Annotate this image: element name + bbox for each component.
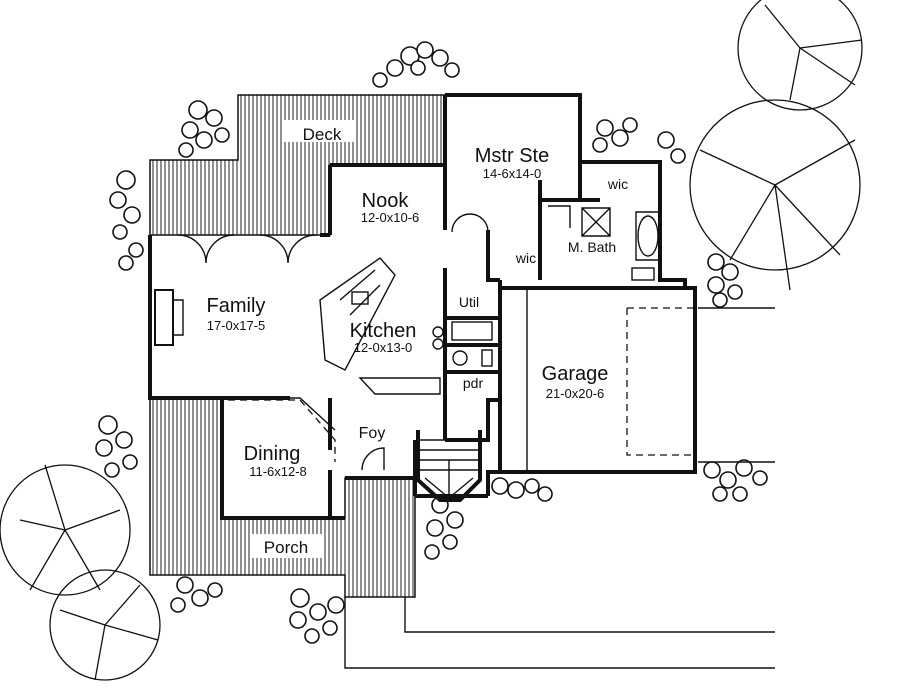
driveway-lines [344, 307, 775, 669]
wic-left-label: wic [515, 250, 536, 266]
mstr-ste-dim: 14-6x14-0 [483, 166, 542, 181]
dining-bay [228, 397, 336, 462]
family-dim: 17-0x17-5 [207, 318, 266, 333]
foy-label: Foy [359, 425, 386, 442]
dining-dim: 11-6x12-8 [249, 464, 307, 479]
dining-label: Dining [244, 443, 301, 465]
garage-label: Garage [542, 363, 609, 385]
deck-label: Deck [303, 125, 342, 144]
trees [0, 0, 863, 681]
stairs [416, 430, 482, 502]
garage-dim: 21-0x20-6 [546, 386, 605, 401]
room-labels: Deck Mstr Ste 14-6x14-0 wic Nook 12-0x10… [207, 125, 629, 557]
kitchen-label: Kitchen [350, 320, 417, 342]
fixtures [154, 205, 661, 471]
nook-label: Nook [362, 190, 410, 212]
porch-label: Porch [264, 538, 308, 557]
wic-top-label: wic [607, 176, 628, 192]
garage-overhead [526, 288, 695, 472]
kitchen-dim: 12-0x13-0 [354, 340, 413, 355]
m-bath-label: M. Bath [568, 239, 616, 255]
nook-dim: 12-0x10-6 [361, 210, 420, 225]
tree-bottom-left [0, 464, 161, 681]
pdr-label: pdr [463, 375, 484, 391]
family-label: Family [207, 295, 266, 317]
util-label: Util [459, 294, 479, 310]
shrubs [95, 41, 768, 644]
mstr-ste-label: Mstr Ste [475, 145, 549, 167]
tree-top-right [689, 0, 863, 291]
interior-walls [222, 162, 695, 518]
